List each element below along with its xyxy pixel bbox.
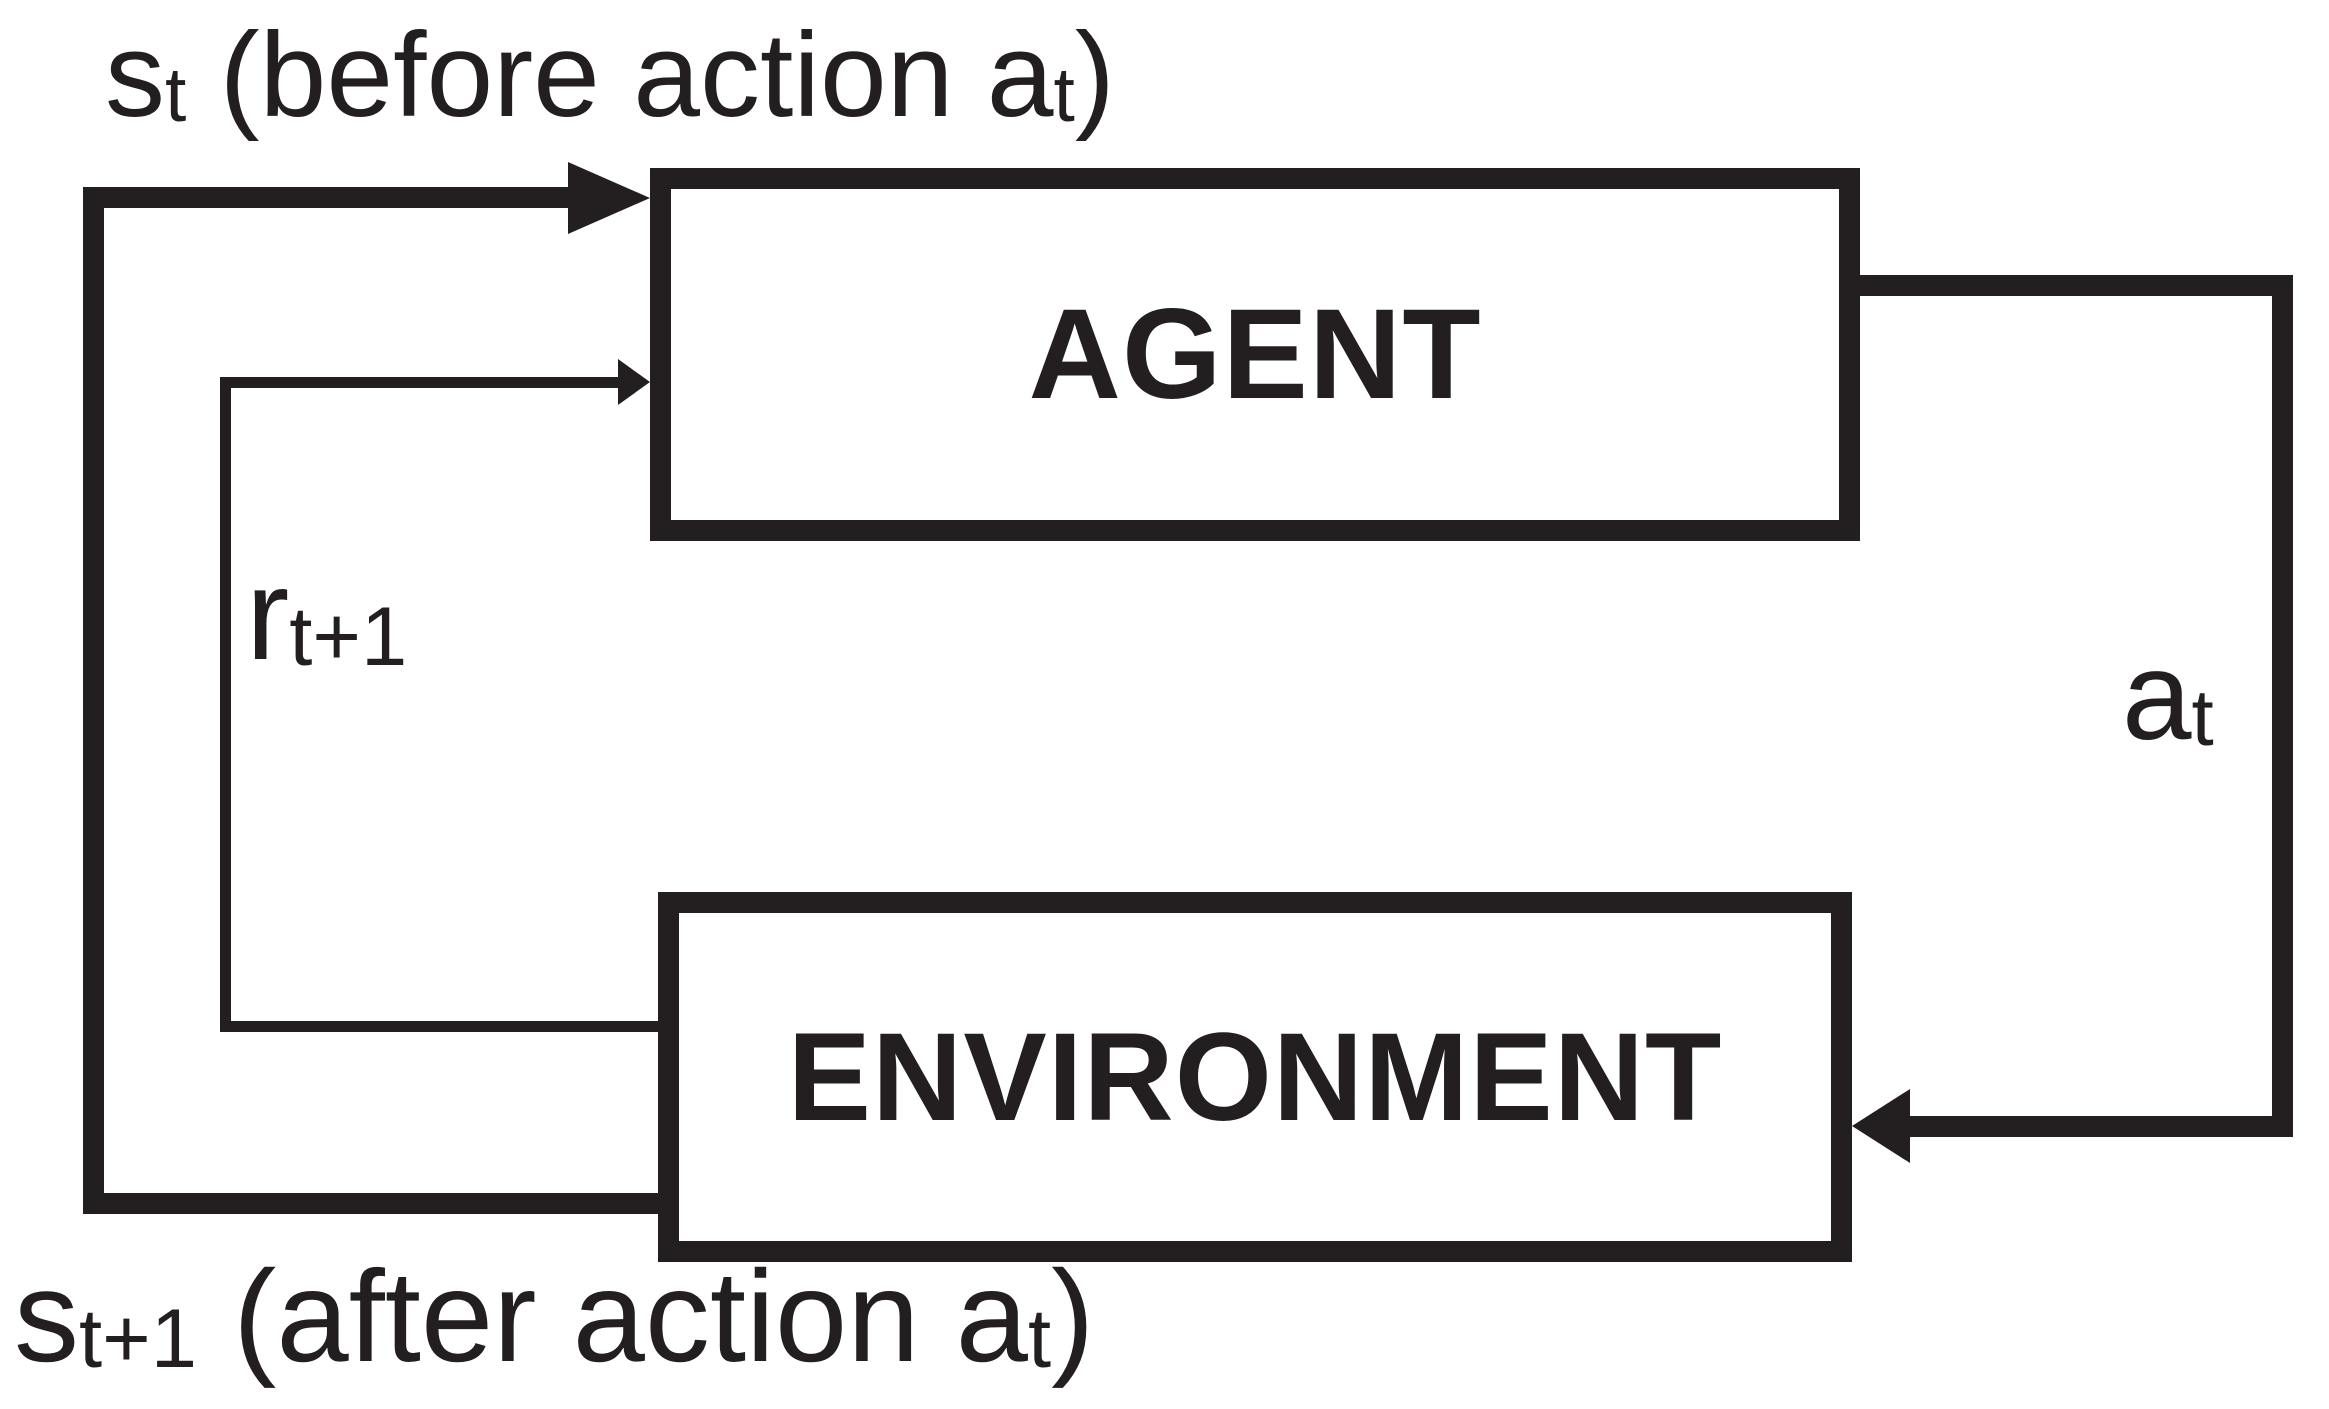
action-arrowhead-icon — [1852, 1089, 1910, 1163]
state-before-subscript: t — [165, 52, 187, 139]
state-after-base: s — [14, 1243, 79, 1389]
reward-arrowhead-icon — [618, 359, 650, 405]
agent-box-label: AGENT — [1028, 283, 1482, 426]
state-before-action-subscript: t — [1053, 52, 1075, 139]
action-base: a — [2122, 627, 2192, 766]
state-after-close: ) — [1051, 1243, 1095, 1389]
action-label: at — [2122, 634, 2214, 759]
environment-box: ENVIRONMENT — [658, 892, 1852, 1262]
state-arrowhead-icon — [568, 162, 650, 234]
state-loop-bottom-line — [83, 1193, 658, 1214]
reward-subscript: t+1 — [289, 589, 408, 683]
state-before-label: st (before action at) — [105, 15, 1115, 135]
reward-loop-top-line — [220, 377, 618, 388]
state-loop-left-line — [83, 187, 104, 1214]
reward-loop-left-line — [220, 377, 231, 1032]
reward-base: r — [246, 541, 290, 687]
state-loop-top-line — [83, 187, 568, 208]
state-before-close: ) — [1074, 8, 1115, 142]
reward-label: rt+1 — [246, 549, 407, 679]
state-after-action-subscript: t — [1027, 1291, 1052, 1385]
state-before-text: (before action a — [186, 8, 1054, 142]
state-after-subscript: t+1 — [79, 1291, 197, 1385]
action-loop-top-line — [1860, 275, 2293, 296]
agent-box: AGENT — [650, 168, 1860, 541]
state-after-text: (after action a — [196, 1243, 1028, 1389]
action-loop-bottom-line — [1910, 1116, 2293, 1137]
state-after-label: st+1 (after action at) — [14, 1251, 1094, 1381]
reward-loop-bottom-line — [220, 1021, 658, 1032]
environment-box-label: ENVIRONMENT — [787, 1007, 1723, 1147]
action-loop-right-line — [2272, 275, 2293, 1137]
action-subscript: t — [2191, 672, 2214, 762]
state-before-base: s — [105, 8, 165, 142]
